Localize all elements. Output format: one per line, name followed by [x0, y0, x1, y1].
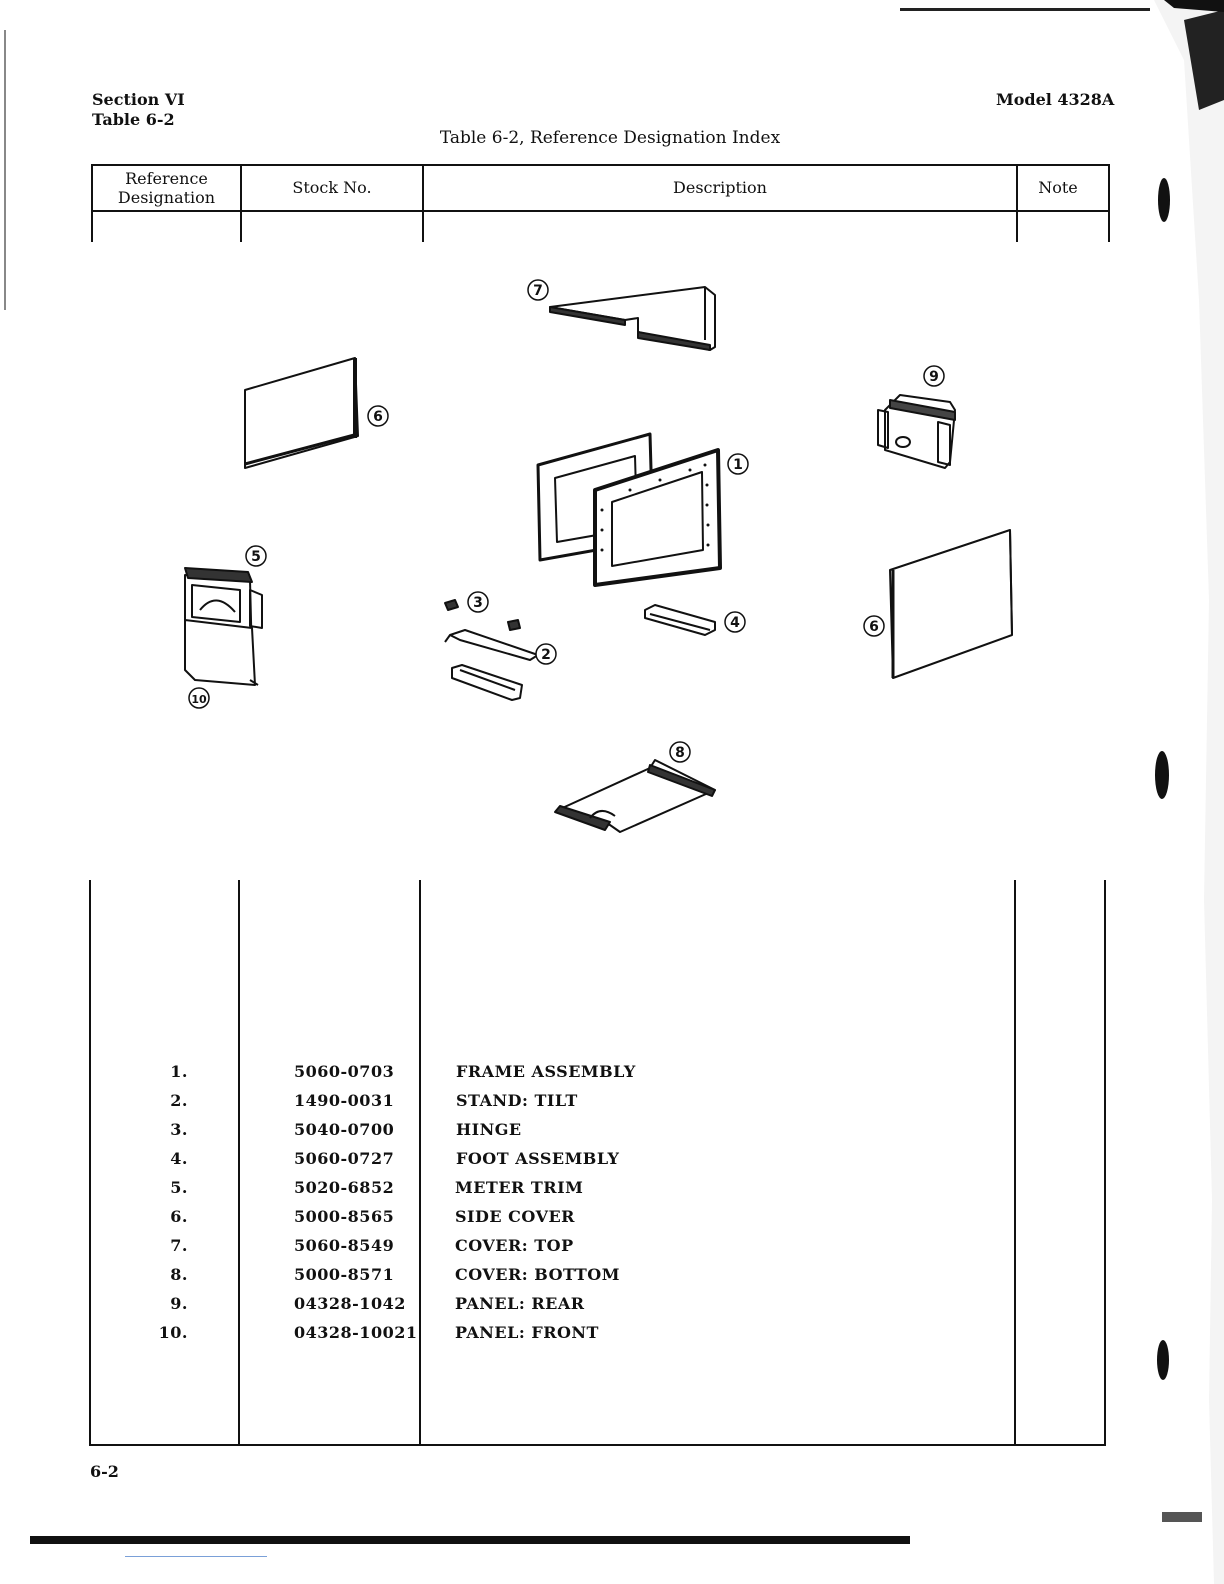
row-stock-no: 1490-0031 [294, 1091, 395, 1110]
row-ref: 9. [170, 1294, 188, 1313]
row-stock-no: 04328-10021 [294, 1323, 418, 1342]
callout-8: 8 [669, 741, 691, 763]
left-margin-mark [4, 30, 6, 310]
frame-assembly-part [536, 432, 722, 587]
section-label: Section VI [92, 90, 185, 109]
exploded-view-figure: 7 6 9 1 5 3 4 6 2 10 8 [184, 279, 1013, 833]
row-stock-no: 5000-8565 [294, 1207, 395, 1226]
callout-7: 7 [527, 279, 549, 301]
column-header-reference-designation: Reference Designation [117, 169, 216, 207]
svg-text:3: 3 [473, 595, 483, 611]
callout-10: 10 [188, 687, 210, 709]
row-description: STAND: TILT [456, 1091, 578, 1110]
callout-3: 3 [467, 591, 489, 613]
row-ref: 6. [170, 1207, 188, 1226]
svg-text:7: 7 [533, 283, 543, 299]
svg-text:8: 8 [675, 745, 685, 761]
scan-edge-artifact [1154, 0, 1224, 1584]
row-description: COVER: BOTTOM [455, 1265, 620, 1284]
top-rule [900, 8, 1150, 11]
row-stock-no: 5040-0700 [294, 1120, 395, 1139]
callout-9: 9 [923, 365, 945, 387]
row-description: FRAME ASSEMBLY [456, 1062, 636, 1081]
row-stock-no: 5060-0703 [294, 1062, 395, 1081]
svg-text:10: 10 [191, 693, 207, 706]
row-description: FOOT ASSEMBLY [456, 1149, 620, 1168]
row-stock-no: 5020-6852 [294, 1178, 395, 1197]
row-description: HINGE [456, 1120, 522, 1139]
side-cover-left-part [244, 357, 359, 469]
row-ref: 7. [170, 1236, 188, 1255]
callout-1: 1 [727, 453, 749, 475]
column-header-stock-no: Stock No. [292, 178, 372, 197]
bottom-scan-bar [30, 1536, 910, 1544]
row-ref: 2. [170, 1091, 188, 1110]
row-ref: 3. [170, 1120, 188, 1139]
table-title: Table 6-2, Reference Designation Index [439, 128, 781, 148]
hinge-part [444, 599, 521, 631]
row-stock-no: 04328-1042 [294, 1294, 406, 1313]
svg-text:2: 2 [541, 647, 551, 663]
callout-6-left: 6 [367, 405, 389, 427]
row-ref: 5. [170, 1178, 188, 1197]
row-ref: 10. [158, 1323, 188, 1342]
svg-text:5: 5 [251, 549, 261, 565]
callout-5: 5 [245, 545, 267, 567]
callout-2: 2 [535, 643, 557, 665]
column-header-description: Description [673, 178, 767, 197]
svg-text:6: 6 [869, 619, 879, 635]
column-header-note: Note [1038, 178, 1078, 197]
row-ref: 1. [170, 1062, 188, 1081]
bottom-scan-line [125, 1556, 267, 1557]
tilt-stand-part [444, 629, 539, 701]
bottom-cover-part [554, 759, 716, 833]
row-description: PANEL: FRONT [455, 1323, 599, 1342]
row-stock-no: 5060-0727 [294, 1149, 395, 1168]
row-ref: 4. [170, 1149, 188, 1168]
top-cover-part [549, 286, 716, 351]
side-cover-right-part [889, 529, 1013, 679]
callout-4: 4 [724, 611, 746, 633]
row-ref: 8. [170, 1265, 188, 1284]
callout-6-right: 6 [863, 615, 885, 637]
row-stock-no: 5060-8549 [294, 1236, 395, 1255]
model-label: Model 4328A [996, 90, 1115, 109]
row-description: PANEL: REAR [455, 1294, 585, 1313]
front-panel-part [184, 567, 263, 686]
svg-text:1: 1 [733, 457, 743, 473]
svg-text:9: 9 [929, 369, 939, 385]
rear-panel-part [877, 394, 956, 469]
row-description: METER TRIM [455, 1178, 584, 1197]
table-ref-label: Table 6-2 [92, 110, 175, 129]
row-description: SIDE COVER [455, 1207, 575, 1226]
row-description: COVER: TOP [455, 1236, 574, 1255]
foot-assembly-part [644, 604, 716, 636]
page-number: 6-2 [90, 1462, 119, 1481]
svg-text:4: 4 [730, 615, 740, 631]
svg-text:6: 6 [373, 409, 383, 425]
row-stock-no: 5000-8571 [294, 1265, 395, 1284]
